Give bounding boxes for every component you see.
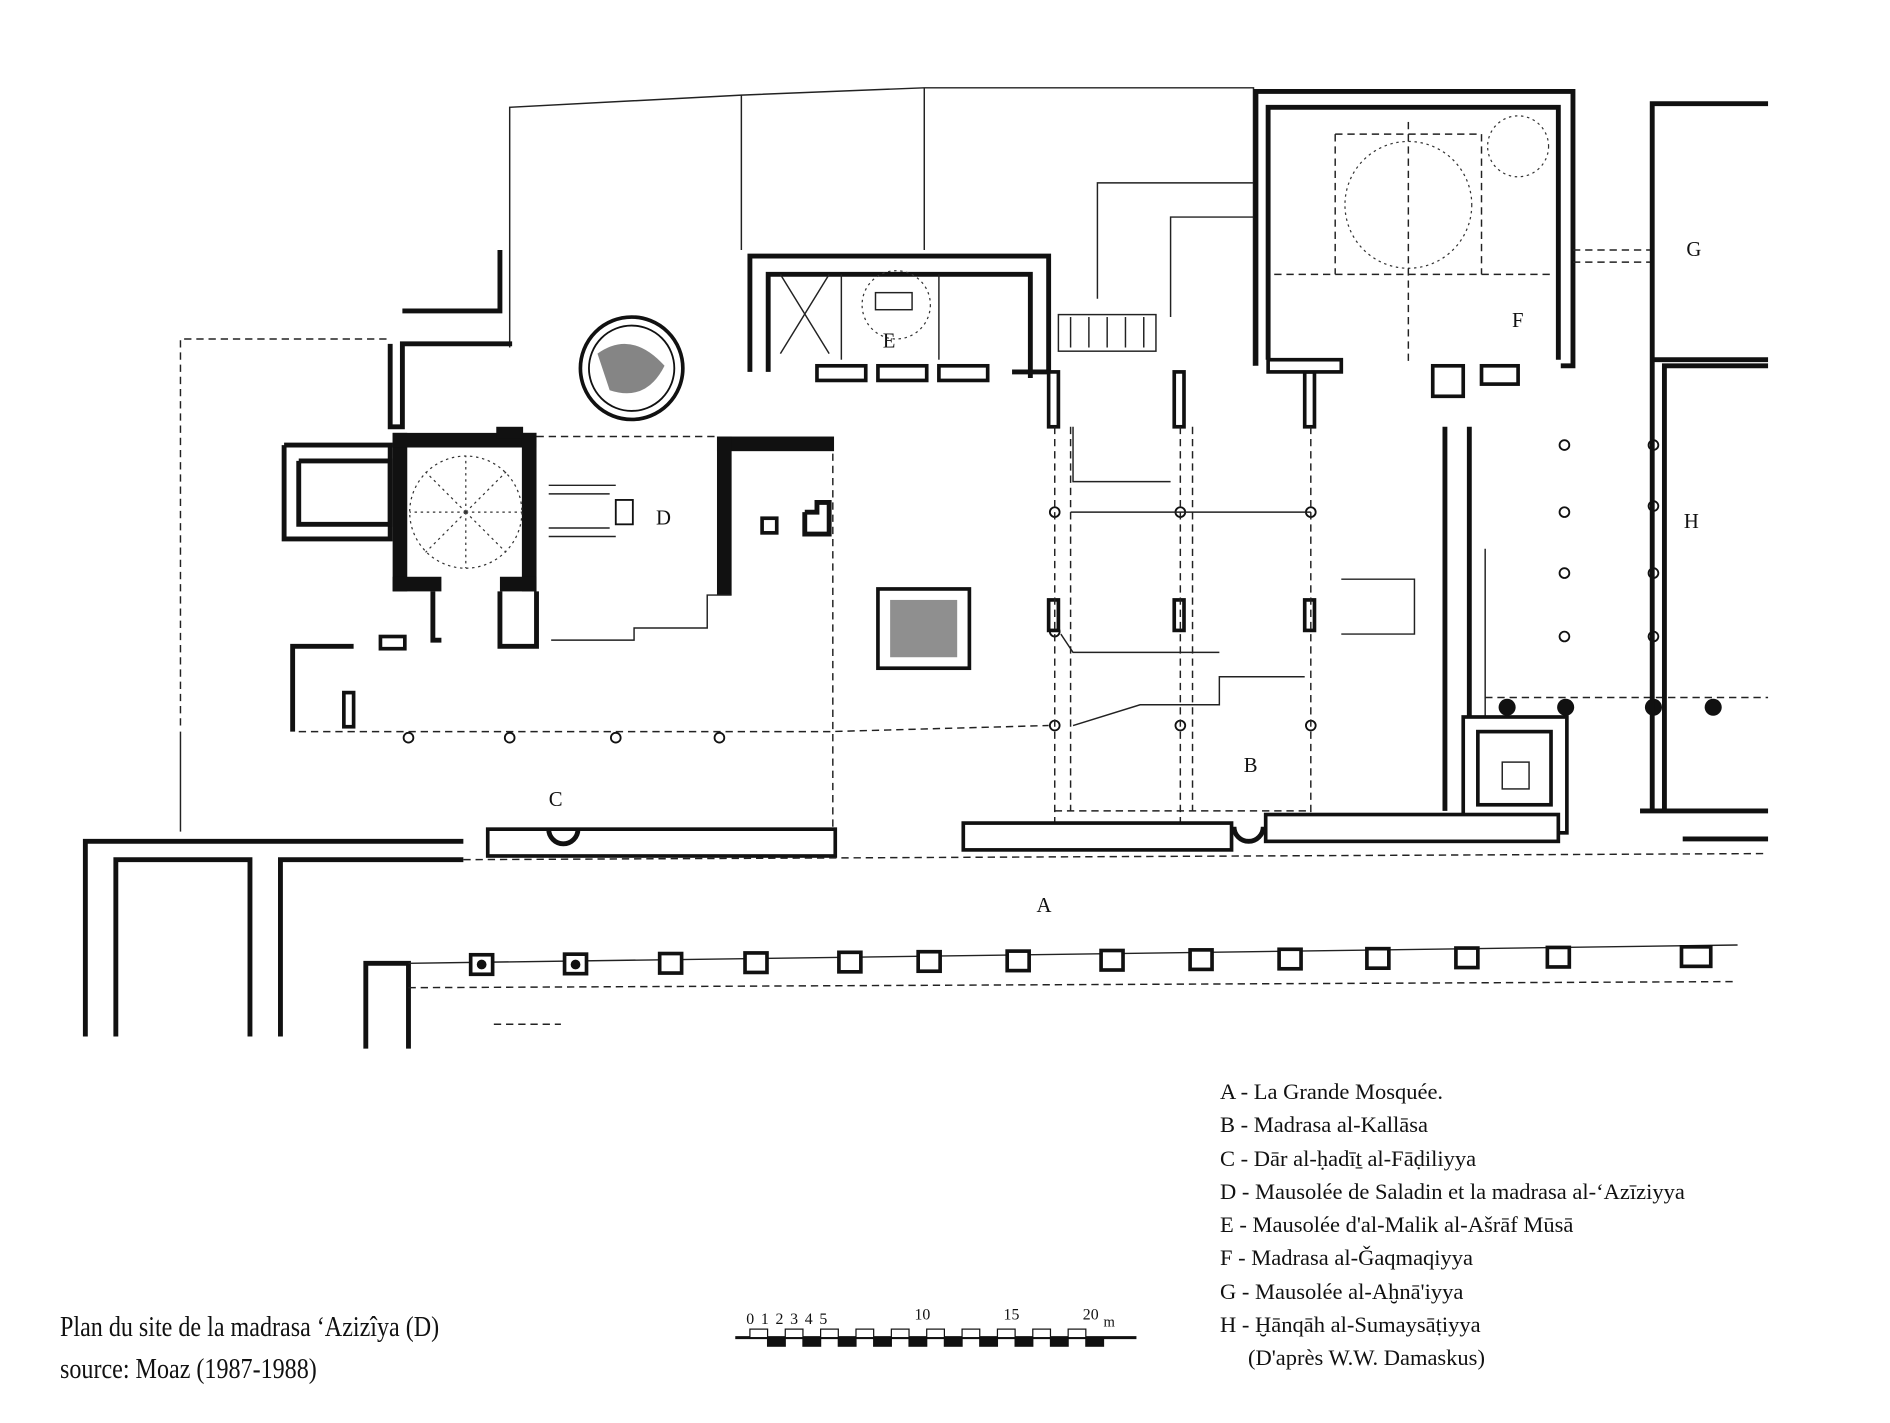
scale-segment (784, 1328, 804, 1339)
scale-segment (749, 1328, 769, 1339)
label-a: A (1036, 895, 1051, 917)
column-base (570, 959, 581, 970)
legend-item-d: D - Mausolée de Saladin et la madrasa al… (1220, 1178, 1685, 1204)
scale-tick-15: 15 (1004, 1306, 1020, 1323)
scale-tick-2: 2 (776, 1311, 784, 1328)
label-h: H (1684, 511, 1699, 533)
pier (1454, 946, 1480, 970)
scale-unit: m (1104, 1315, 1116, 1331)
legend-item-c: C - Dār al-ḥadīṯ al-Fāḍiliyya (1220, 1145, 1477, 1171)
caption-source: source: Moaz (1987-1988) (60, 1354, 317, 1385)
pier (1099, 948, 1125, 972)
pier (916, 949, 942, 974)
scale-segment (1014, 1337, 1034, 1347)
scale-segment (1067, 1328, 1087, 1339)
pier (1545, 945, 1572, 969)
pier (1188, 948, 1214, 972)
legend-item-g: G - Mausolée al-Aḫnā'iyya (1220, 1278, 1464, 1304)
scale-segment (908, 1337, 928, 1347)
scale-tick-20: 20 (1083, 1306, 1099, 1323)
scale-tick-10: 10 (915, 1306, 931, 1323)
madrasa-kallasa (1046, 313, 1769, 830)
scale-segment (996, 1328, 1016, 1339)
scale-segment (802, 1337, 822, 1347)
madrasa-jaqmaqiyya (1253, 89, 1653, 399)
east-buildings (1461, 101, 1769, 842)
mosque-piers (468, 945, 1713, 977)
scale-tick-3: 3 (790, 1311, 798, 1328)
legend: A - La Grande Mosquée. B - Madrasa al-Ka… (1220, 1075, 1685, 1375)
scale-tick-5: 5 (819, 1311, 827, 1328)
pier (1365, 946, 1391, 971)
scale-segment (766, 1337, 786, 1347)
legend-item-f: F - Madrasa al-Ǧaqmaqiyya (1220, 1245, 1474, 1271)
pier (837, 950, 863, 974)
scale-tick-4: 4 (805, 1311, 813, 1328)
pier (1005, 949, 1031, 973)
scale-segment (979, 1337, 999, 1347)
column-base (476, 959, 487, 970)
label-b: B (1244, 755, 1258, 777)
madrasa-aziziyya-walls (281, 249, 1049, 830)
caption-title: Plan du site de la madrasa ‘Azizîya (D) (60, 1312, 440, 1343)
caption: Plan du site de la madrasa ‘Azizîya (D) … (60, 1307, 439, 1391)
label-f: F (1512, 310, 1524, 332)
scale-segment (1085, 1337, 1105, 1347)
scale-segment (837, 1337, 857, 1347)
fountain (578, 315, 972, 671)
scale-tick-0: 0 (746, 1311, 754, 1328)
legend-item-h: H - Ḫānqāh al-Sumaysāṭiyya (1220, 1312, 1481, 1338)
scale-segment (1032, 1328, 1052, 1339)
scale-segment (855, 1328, 875, 1339)
label-d: D (656, 507, 671, 529)
legend-item-e: E - Mausolée d'al-Malik al-Ašrāf Mūsā (1220, 1212, 1574, 1238)
scale-bar: 0 1 2 3 4 5 10 15 20 m (735, 1306, 1137, 1347)
scale-segment (1049, 1337, 1069, 1347)
scale-segment (926, 1328, 945, 1339)
scale-segment (873, 1337, 892, 1347)
scale-segment (961, 1328, 981, 1339)
pier (1679, 945, 1713, 969)
scale-segment (820, 1328, 839, 1339)
scale-segment (890, 1328, 910, 1339)
pier (657, 951, 684, 975)
scale-tick-1: 1 (761, 1311, 769, 1328)
label-e: E (883, 331, 896, 353)
label-g: G (1686, 239, 1701, 261)
pier (743, 951, 769, 975)
mausoleum-e (747, 253, 1052, 383)
legend-item-a: A - La Grande Mosquée. (1220, 1079, 1444, 1104)
label-c: C (549, 789, 563, 811)
legend-item-b: B - Madrasa al-Kallāsa (1220, 1112, 1429, 1138)
pier (1277, 947, 1303, 971)
south-walls (82, 812, 1769, 1049)
legend-source: (D'après W.W. Damaskus) (1248, 1345, 1485, 1371)
scale-segment (943, 1337, 963, 1347)
